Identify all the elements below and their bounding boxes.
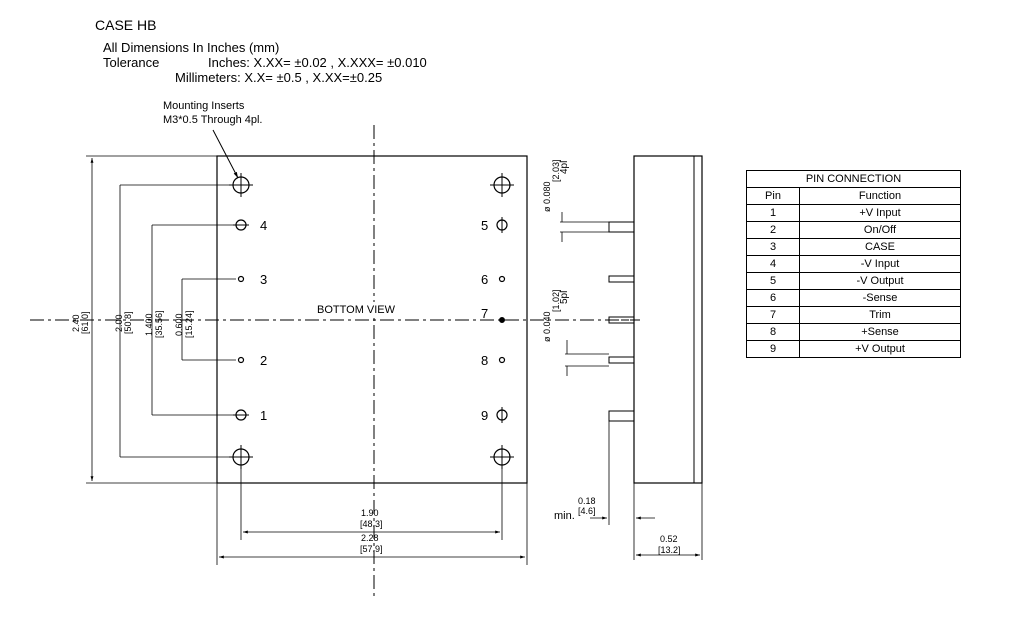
dim-0.600: 0.600 [15.24] [174, 278, 236, 361]
dim-2.00: 2.00 [50.8] [114, 184, 230, 458]
svg-text:[35.56]: [35.56] [154, 310, 164, 338]
svg-text:1.400: 1.400 [144, 313, 154, 336]
pin-3: 3 [237, 272, 267, 287]
pin-6: 6 [481, 272, 506, 287]
function-cell: -V Input [799, 255, 961, 273]
svg-text:5: 5 [481, 218, 488, 233]
svg-text:9: 9 [481, 408, 488, 423]
height-in: 0.52 [660, 534, 678, 544]
height-mm: [13.2] [658, 545, 681, 555]
pin-length-prefix: min. [554, 510, 575, 522]
pin-cell: 2 [746, 221, 800, 239]
dimensions-note: All Dimensions In Inches (mm) [103, 40, 280, 55]
svg-text:2.40: 2.40 [71, 314, 81, 332]
pin-length-mm: [4.6] [578, 506, 596, 516]
function-cell: +V Output [799, 340, 961, 358]
case-title: CASE HB [95, 17, 157, 33]
inches-tolerance: Inches: X.XX= ±0.02 , X.XXX= ±0.010 [208, 55, 427, 70]
pin-8: 8 [481, 353, 506, 368]
svg-text:2.00: 2.00 [114, 314, 124, 332]
pin-large-dia-mm: [2.03] [551, 159, 561, 182]
mounting-insert [490, 173, 514, 197]
module-outline [216, 155, 528, 484]
pin-cell: 4 [746, 255, 800, 273]
table-row: 4-V Input [746, 255, 961, 273]
pin-7: 7 [481, 306, 505, 323]
pin-cell: 7 [746, 306, 800, 324]
svg-text:0.600: 0.600 [174, 313, 184, 336]
pin-1: 1 [233, 408, 267, 423]
function-cell: -V Output [799, 272, 961, 290]
table-row: 6-Sense [746, 289, 961, 307]
svg-text:[57.9]: [57.9] [360, 544, 383, 554]
pin-5: 5 [481, 217, 508, 233]
svg-text:[48.3]: [48.3] [360, 519, 383, 529]
pin-9: 9 [481, 407, 508, 423]
pin-small-count: 5pl [559, 291, 570, 304]
function-cell: +Sense [799, 323, 961, 341]
mounting-insert [229, 173, 253, 197]
svg-text:4: 4 [260, 218, 267, 233]
table-row: 8+Sense [746, 323, 961, 341]
table-row: 9+V Output [746, 340, 961, 358]
svg-text:6: 6 [481, 272, 488, 287]
pin-cell: 5 [746, 272, 800, 290]
function-cell: Trim [799, 306, 961, 324]
mounting-note-leader [212, 129, 239, 179]
pin-cell: 6 [746, 289, 800, 307]
tolerance-label: Tolerance [103, 55, 160, 70]
pin-cell: 1 [746, 204, 800, 222]
svg-text:8: 8 [481, 353, 488, 368]
side-view [560, 155, 703, 560]
pin-cell: 8 [746, 323, 800, 341]
pin-cell: 3 [746, 238, 800, 256]
svg-text:[50.8]: [50.8] [123, 311, 133, 334]
pin-large-count: 4pl [559, 161, 570, 174]
dim-1.400: 1.400 [35.56] [144, 224, 234, 416]
dim-2.40: 2.40 [61.0] [71, 155, 217, 484]
svg-text:1: 1 [260, 408, 267, 423]
svg-text:2: 2 [260, 353, 267, 368]
pin-4: 4 [233, 218, 267, 233]
dim-2.28: 2.28 [57.9] [216, 483, 528, 565]
dim-1.90: 1.90 [48.3] [240, 465, 503, 540]
pin-cell: 9 [746, 340, 800, 358]
svg-text:[61.0]: [61.0] [80, 311, 90, 334]
table-row: 5-V Output [746, 272, 961, 290]
millimeters-tolerance: Millimeters: X.X= ±0.5 , X.XX=±0.25 [175, 70, 383, 85]
function-cell: On/Off [799, 221, 961, 239]
svg-text:1.90: 1.90 [361, 508, 379, 518]
mounting-note-line1: Mounting Inserts [163, 100, 245, 112]
pin-2: 2 [237, 353, 267, 368]
pin-length-in: 0.18 [578, 496, 596, 506]
table-row: 1+V Input [746, 204, 961, 222]
svg-text:[15.24]: [15.24] [184, 310, 194, 338]
pin-small-dia: ø 0.040 [542, 311, 552, 342]
view-label-bg [312, 302, 412, 315]
pin-table-title: PIN CONNECTION [746, 170, 961, 188]
function-cell: +V Input [799, 204, 961, 222]
pin-column-header: Pin [746, 187, 800, 205]
pin-large-dia: ø 0.080 [542, 181, 552, 212]
svg-text:2.28: 2.28 [361, 533, 379, 543]
function-cell: CASE [799, 238, 961, 256]
pin-small-dia-mm: [1.02] [551, 289, 561, 312]
svg-text:3: 3 [260, 272, 267, 287]
mounting-note-line2: M3*0.5 Through 4pl. [163, 114, 262, 126]
svg-text:7: 7 [481, 306, 488, 321]
view-label: BOTTOM VIEW [317, 304, 396, 316]
function-column-header: Function [799, 187, 961, 205]
function-cell: -Sense [799, 289, 961, 307]
